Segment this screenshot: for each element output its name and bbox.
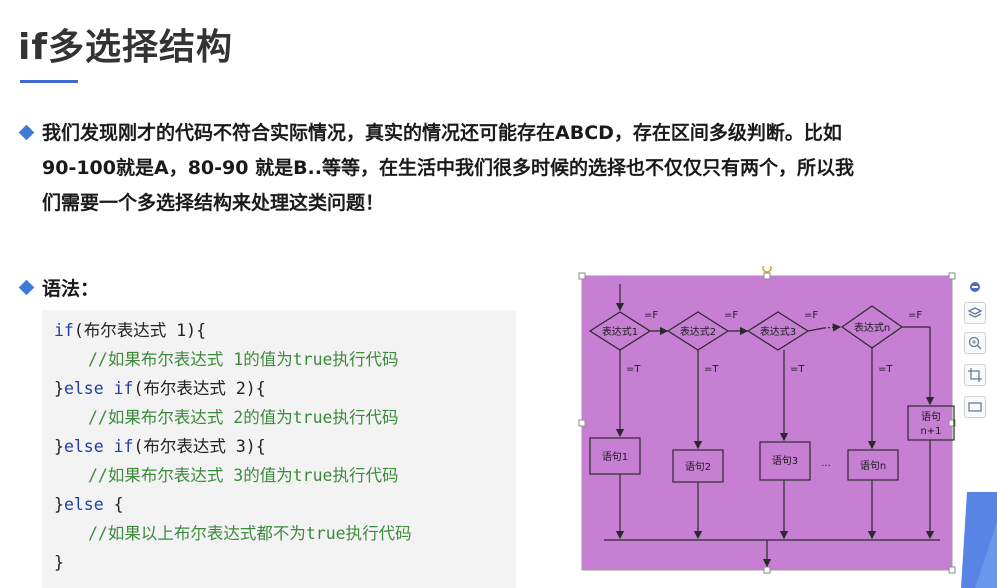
- true-label: =T: [878, 364, 893, 375]
- rotate-handle-icon[interactable]: [762, 266, 772, 273]
- false-label: =F: [644, 310, 658, 321]
- false-label: =F: [804, 310, 818, 321]
- code-keyword: else: [63, 495, 104, 514]
- zoom-in-icon[interactable]: [964, 332, 986, 354]
- code-line-1: if(布尔表达式 1){: [54, 316, 206, 345]
- code-text: }: [54, 379, 64, 398]
- code-keyword: else if: [63, 379, 134, 398]
- frame-icon[interactable]: [964, 396, 986, 418]
- code-text: (布尔表达式 1){: [73, 321, 207, 340]
- paragraph-line-1: 我们发现刚才的代码不符合实际情况，真实的情况还可能存在ABCD，存在区间多级判断…: [42, 122, 842, 144]
- flowchart-text: 表达式1 表达式2 表达式3 表达式n =F =F =F =F =T =T =T…: [602, 310, 942, 473]
- corner-decoration: [961, 492, 997, 588]
- true-label: =T: [626, 364, 641, 375]
- cond-label-2: 表达式2: [680, 325, 716, 338]
- true-label: =T: [704, 364, 719, 375]
- syntax-label: 语法：: [42, 278, 100, 300]
- code-text: {: [103, 495, 124, 514]
- stmt-label-last-2: n+1: [920, 426, 941, 437]
- true-label: =T: [790, 364, 805, 375]
- flowchart-svg: 表达式1 表达式2 表达式3 表达式n =F =F =F =F =T =T =T…: [578, 266, 956, 574]
- code-line-5: }else if(布尔表达式 3){: [54, 432, 266, 461]
- bullet-diamond-icon: [18, 279, 35, 296]
- code-block: if(布尔表达式 1){ //如果布尔表达式 1的值为true执行代码 }els…: [42, 310, 516, 588]
- code-text: (布尔表达式 2){: [133, 379, 266, 398]
- bullet-diamond-icon: [18, 124, 35, 141]
- dots-label: ...: [821, 458, 831, 469]
- false-label: =F: [908, 310, 922, 321]
- code-keyword: if: [54, 321, 74, 340]
- flowchart-image[interactable]: 表达式1 表达式2 表达式3 表达式n =F =F =F =F =T =T =T…: [574, 266, 960, 576]
- crop-icon[interactable]: [964, 364, 986, 386]
- title-underline: [20, 80, 78, 83]
- code-line-4: //如果布尔表达式 2的值为true执行代码: [88, 408, 399, 427]
- stmt-label-3: 语句3: [772, 454, 798, 467]
- flowchart-background: [582, 276, 952, 570]
- collapse-icon[interactable]: [964, 276, 986, 298]
- cond-label-3: 表达式3: [760, 325, 796, 338]
- code-line-6: //如果布尔表达式 3的值为true执行代码: [88, 466, 399, 485]
- intro-paragraph: 我们发现刚才的代码不符合实际情况，真实的情况还可能存在ABCD，存在区间多级判断…: [42, 116, 992, 221]
- code-line-7: }else {: [54, 490, 124, 519]
- code-text: (布尔表达式 3){: [133, 437, 266, 456]
- code-line-3: }else if(布尔表达式 2){: [54, 374, 266, 403]
- paragraph-line-2: 90-100就是A，80-90 就是B..等等，在生活中我们很多时候的选择也不仅…: [42, 157, 854, 179]
- code-text: }: [54, 437, 64, 456]
- stmt-label-n: 语句n: [860, 459, 886, 472]
- false-label: =F: [724, 310, 738, 321]
- code-keyword: else if: [63, 437, 134, 456]
- stmt-label-last-1: 语句: [921, 410, 941, 423]
- code-line-9: }: [54, 553, 64, 572]
- paragraph-line-3: 们需要一个多选择结构来处理这类问题！: [42, 192, 385, 214]
- cond-label-n: 表达式n: [854, 321, 890, 334]
- page-title: if多选择结构: [18, 27, 234, 68]
- stmt-label-1: 语句1: [602, 450, 628, 463]
- layers-icon[interactable]: [964, 302, 986, 324]
- code-text: }: [54, 495, 64, 514]
- code-line-8: //如果以上布尔表达式都不为true执行代码: [88, 524, 412, 543]
- stmt-label-2: 语句2: [685, 460, 711, 473]
- code-line-2: //如果布尔表达式 1的值为true执行代码: [88, 350, 399, 369]
- flowchart-lines: [588, 284, 955, 568]
- cond-label-1: 表达式1: [602, 325, 638, 338]
